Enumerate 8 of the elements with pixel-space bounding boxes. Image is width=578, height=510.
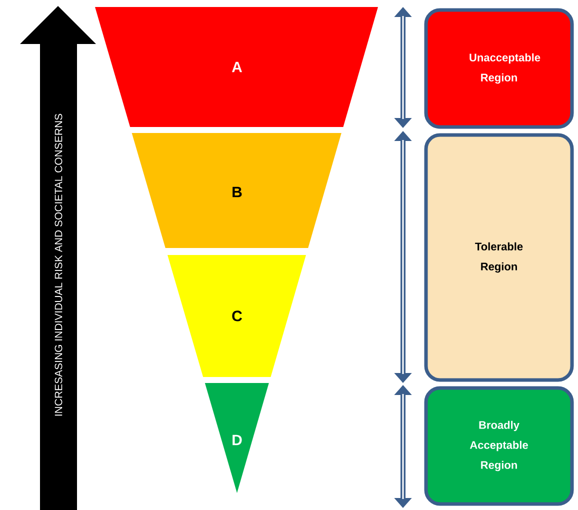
region-box: Unacceptable Region <box>424 8 574 129</box>
risk-band: C <box>168 255 306 377</box>
axis-label: INCRESASING INDIVIDUAL RISK AND SOCIETAL CONSERNS <box>54 114 62 416</box>
region-box: Broadly Acceptable Region <box>424 386 574 506</box>
risk-band: B <box>132 133 342 248</box>
risk-band: A <box>95 7 378 127</box>
region-box: Tolerable Region <box>424 133 574 382</box>
risk-band: D <box>204 383 269 493</box>
